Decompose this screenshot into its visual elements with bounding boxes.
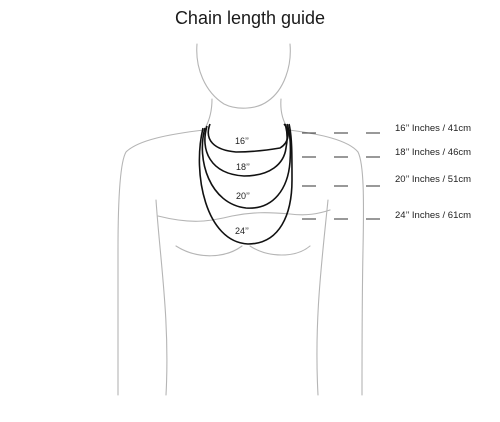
top-edge-outline — [157, 209, 331, 222]
left-torso-outline — [155, 199, 168, 396]
left-shoulder-arm-outline — [117, 129, 205, 396]
neck-left-outline — [203, 98, 213, 131]
chain-18-legend: 18’’ Inches / 46cm — [395, 147, 471, 158]
bust-left-outline — [175, 245, 243, 257]
right-shoulder-arm-outline — [288, 129, 365, 396]
chain-20-label: 20’’ — [236, 191, 250, 201]
chain-18-label: 18’’ — [236, 162, 250, 172]
chain-18-necklace — [204, 123, 288, 177]
page-title: Chain length guide — [174, 8, 326, 28]
chain-24-legend: 24’’ Inches / 61cm — [395, 210, 471, 221]
right-torso-outline — [316, 199, 329, 396]
bust-right-outline — [249, 245, 311, 256]
chain-24-necklace — [198, 123, 293, 245]
chain-20-necklace — [201, 123, 292, 209]
chain-24-label: 24’’ — [235, 226, 249, 236]
chain-20-legend: 20’’ Inches / 51cm — [395, 174, 471, 185]
chain-16-legend: 16’’ Inches / 41cm — [395, 123, 471, 134]
chain-16-necklace — [207, 123, 289, 153]
head-outline — [196, 43, 291, 109]
chain-16-label: 16’’ — [235, 136, 249, 146]
